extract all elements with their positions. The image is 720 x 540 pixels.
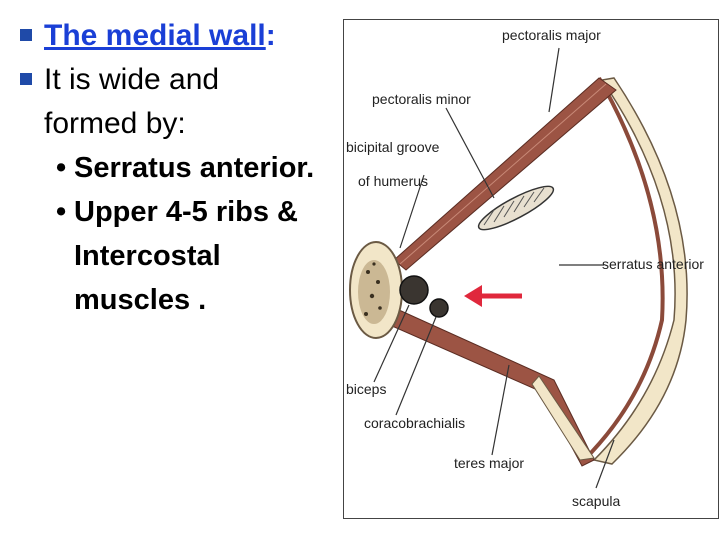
label-serratus-anterior: serratus anterior [602,256,704,272]
round-bullet-icon: • [56,152,67,184]
sub-bullet-ribs: • Upper 4-5 ribs & Intercostal muscles . [18,190,348,322]
bullet-text-line: formed by: [44,107,186,140]
label-of-humerus: of humerus [358,173,428,189]
axilla-cross-section-figure: pectoralis major pectoralis minor bicipi… [343,19,719,519]
pectoralis-major-muscle [393,77,617,271]
bullet-wide-formed: It is wide and formed by: [18,58,348,146]
serratus-anterior-muscle [582,77,665,462]
scapula-shape [592,77,688,465]
sub-bullet-serratus: • Serratus anterior. [18,146,348,190]
label-scapula: scapula [572,493,620,509]
square-bullet-icon [20,29,32,41]
medial-wall-heading: The medial wall [44,19,266,52]
sub-bullet-text: muscles . [74,284,207,316]
slide-text: The medial wall: It is wide and formed b… [18,14,348,322]
sub-bullet-text: Upper 4-5 ribs & [74,196,298,228]
label-teres-major: teres major [454,455,524,471]
bullet-text-line: It is wide and [44,63,220,96]
sub-bullet-text: Serratus anterior. [74,152,315,184]
round-bullet-icon: • [56,196,67,228]
teres-major-muscle [391,309,595,467]
bullet-medial-wall: The medial wall: [18,14,348,58]
biceps-circle [399,275,429,305]
label-biceps: biceps [346,381,386,397]
label-bicipital-groove: bicipital groove [346,139,440,155]
label-pectoralis-major: pectoralis major [502,27,601,43]
axilla-diagram: pectoralis major pectoralis minor bicipi… [346,27,704,509]
square-bullet-icon [20,73,32,85]
label-coracobrachialis: coracobrachialis [364,415,465,431]
coracobrachialis-circle [429,298,449,318]
label-pectoralis-minor: pectoralis minor [372,91,471,107]
sub-bullet-text: Intercostal [74,240,221,272]
